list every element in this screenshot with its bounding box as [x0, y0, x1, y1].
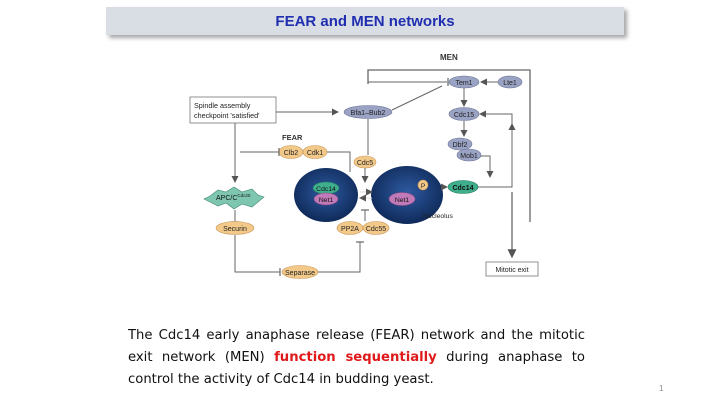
mob1-node [456, 148, 482, 162]
men-loop-line [367, 69, 531, 222]
cdc15-label: Cdc15 [454, 112, 474, 119]
tem1-label: Tem1 [455, 80, 472, 87]
caption-part2: during anaphase to control the activity … [128, 350, 585, 388]
cdc14-to-cdc15-line [479, 110, 513, 124]
checkpoint-box [189, 96, 277, 124]
checkpoint-line2: checkpoint 'satisfied' [194, 111, 260, 120]
apc-c-node [203, 186, 265, 210]
dbf2-label: Dbf2 [453, 142, 468, 149]
caption: The Cdc14 early anaphase release (FEAR) … [128, 325, 585, 391]
mitotic-exit-box [485, 261, 539, 277]
caption-highlight: function sequentially [274, 350, 437, 366]
title-bar: FEAR and MEN networks [106, 7, 624, 35]
separase-inhibit-pp2a [318, 242, 361, 273]
checkpoint-line1: Spindle assembly [194, 101, 251, 110]
phospho-node [417, 179, 429, 191]
nucleolus-label: Nucleolus [423, 213, 453, 220]
bfa1-inhibit-tem1-line [391, 85, 443, 111]
caption-part1: The Cdc14 early anaphase release (FEAR) … [128, 328, 585, 366]
men-label: MEN [440, 53, 458, 62]
slide-title: FEAR and MEN networks [275, 12, 455, 30]
bfa1-bub2-label: Bfa1–Bub2 [351, 110, 386, 117]
mob1-to-cdc14-line [481, 155, 494, 178]
securin-node [215, 221, 255, 235]
page-number: 1 [659, 384, 664, 393]
apc-c-label: APC/CCdc20 [216, 193, 251, 202]
securin-inhibit-separase [234, 235, 280, 273]
mitotic-exit-label: Mitotic exit [495, 267, 528, 274]
dbf2-node [447, 137, 473, 151]
net1-right-node [388, 192, 416, 206]
cdc14-free-label: Cdc14 [452, 185, 473, 192]
lte1-label: Lte1 [503, 80, 517, 87]
cdc14-left-label: Cdc14 [316, 186, 336, 193]
securin-label: Securin [223, 226, 247, 233]
cdc14-feedback-line [478, 123, 516, 188]
pp2a-label: PP2A [341, 226, 359, 233]
fear-men-diagram: MEN Spindle assembly checkpoint 'satisfi… [180, 42, 560, 287]
network-diagram-svg: MEN Spindle assembly checkpoint 'satisfi… [189, 53, 539, 279]
net1-left-label: Net1 [319, 197, 334, 204]
net1-right-label: Net1 [395, 197, 410, 204]
phospho-label: P [421, 183, 425, 190]
bfa1-bub2-node [343, 105, 393, 119]
cdc55-node [362, 221, 390, 235]
cdk1-label: Cdk1 [307, 150, 323, 157]
cdk1-to-cdc14-line [327, 151, 351, 172]
cdc5-label: Cdc5 [357, 160, 373, 167]
separase-label: Separase [285, 270, 315, 277]
fear-label: FEAR [282, 133, 303, 142]
cdc55-label: Cdc55 [366, 226, 386, 233]
mob1-label: Mob1 [460, 153, 478, 160]
net1-left-node [313, 192, 339, 206]
clb2-label: Clb2 [284, 150, 299, 157]
